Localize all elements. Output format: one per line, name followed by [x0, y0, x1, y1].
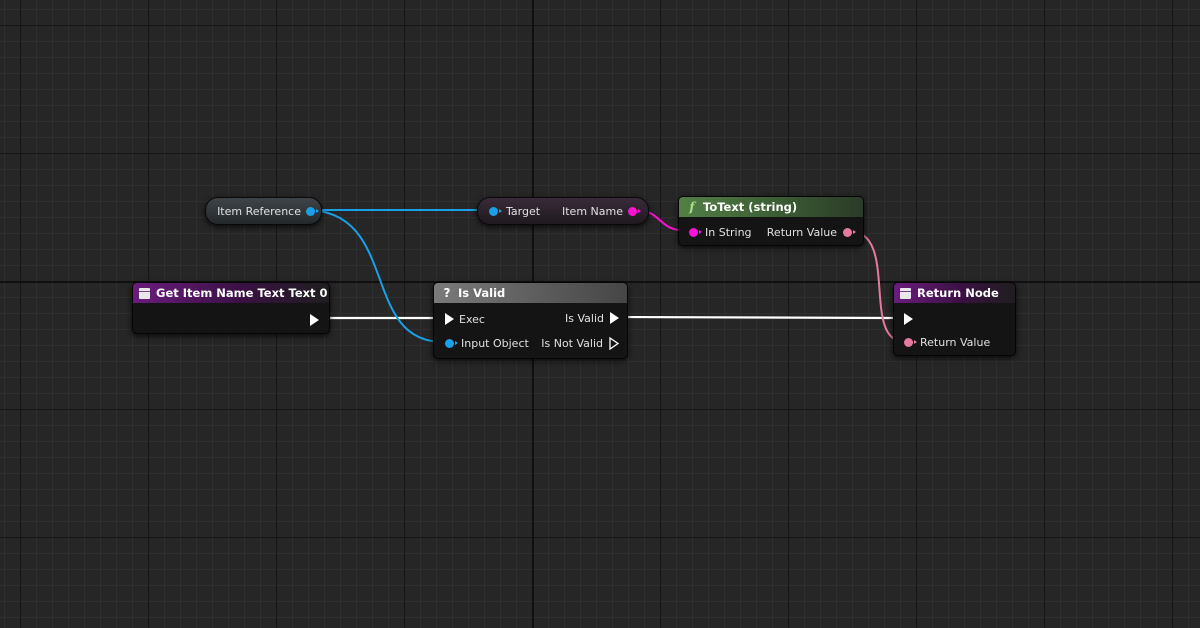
function-entry-exec-out-pin[interactable]	[310, 312, 319, 328]
to-text-return-value-label: Return Value	[766, 225, 837, 239]
target-label: Target	[506, 204, 541, 218]
to-text-header[interactable]: f ToText (string)	[679, 197, 863, 217]
target-input-pin-icon[interactable]	[489, 206, 502, 216]
is-not-valid-output-label: Is Not Valid	[541, 336, 603, 350]
input-object-label: Input Object	[461, 336, 529, 350]
target-input-pin-row[interactable]: Target	[489, 203, 540, 219]
function-entry-icon	[900, 287, 911, 299]
exec-input-pin-row[interactable]: Exec	[445, 311, 485, 327]
to-text-return-value-pin-row[interactable]: Return Value	[766, 224, 856, 240]
return-value-label: Return Value	[920, 335, 991, 349]
exec-label: Exec	[459, 312, 485, 326]
to-text-title: ToText (string)	[703, 200, 798, 214]
item-name-output-pin-icon[interactable]	[628, 206, 641, 216]
is-valid-exec-out-pin-icon[interactable]	[610, 312, 619, 324]
return-value-pin-row[interactable]: Return Value	[904, 334, 990, 350]
input-object-pin-icon[interactable]	[445, 338, 458, 348]
in-string-label: In String	[705, 225, 752, 239]
question-mark-icon: ?	[443, 286, 451, 300]
is-valid-output-pin-row[interactable]: Is Valid	[565, 310, 619, 326]
is-not-valid-exec-out-pin-icon[interactable]	[609, 336, 619, 350]
is-valid-header[interactable]: ? Is Valid	[434, 283, 627, 303]
exec-wire-isvalid-to-return[interactable]	[617, 315, 901, 320]
is-not-valid-output-pin-row[interactable]: Is Not Valid	[541, 335, 619, 351]
function-entry-title: Get Item Name Text Text 0	[156, 286, 328, 300]
item-name-getter-node[interactable]: Target Item Name	[477, 197, 649, 225]
to-text-return-value-pin-icon[interactable]	[843, 227, 856, 237]
item-name-output-pin-row[interactable]: Item Name	[562, 203, 641, 219]
item-reference-output-pin-icon[interactable]	[306, 206, 319, 216]
is-valid-node[interactable]: ? Is Valid Exec Input Object Is Valid Is…	[433, 282, 628, 359]
return-node-title: Return Node	[917, 286, 999, 300]
return-node[interactable]: Return Node Return Value	[893, 282, 1016, 356]
in-string-pin-row[interactable]: In String	[689, 224, 752, 240]
return-exec-in-pin-icon[interactable]	[904, 313, 913, 325]
is-valid-output-label: Is Valid	[565, 311, 604, 325]
is-valid-title: Is Valid	[458, 286, 506, 300]
exec-out-pin-icon[interactable]	[310, 314, 319, 326]
function-entry-header[interactable]: Get Item Name Text Text 0	[133, 283, 329, 303]
return-value-pin-icon[interactable]	[904, 337, 917, 347]
item-reference-output-pin-row[interactable]: Item Reference	[206, 203, 319, 219]
to-text-node[interactable]: f ToText (string) In String Return Value	[678, 196, 864, 246]
exec-in-pin-icon[interactable]	[445, 313, 454, 325]
item-reference-label: Item Reference	[217, 204, 301, 218]
input-object-pin-row[interactable]: Input Object	[445, 335, 529, 351]
item-name-label: Item Name	[562, 204, 623, 218]
function-f-icon: f	[689, 200, 695, 214]
return-node-header[interactable]: Return Node	[894, 283, 1015, 303]
in-string-pin-icon[interactable]	[689, 227, 702, 237]
return-exec-in-pin-row[interactable]	[904, 311, 913, 327]
item-reference-variable-node[interactable]: Item Reference	[205, 197, 322, 225]
function-entry-icon	[139, 287, 150, 299]
function-entry-node[interactable]: Get Item Name Text Text 0	[132, 282, 330, 334]
